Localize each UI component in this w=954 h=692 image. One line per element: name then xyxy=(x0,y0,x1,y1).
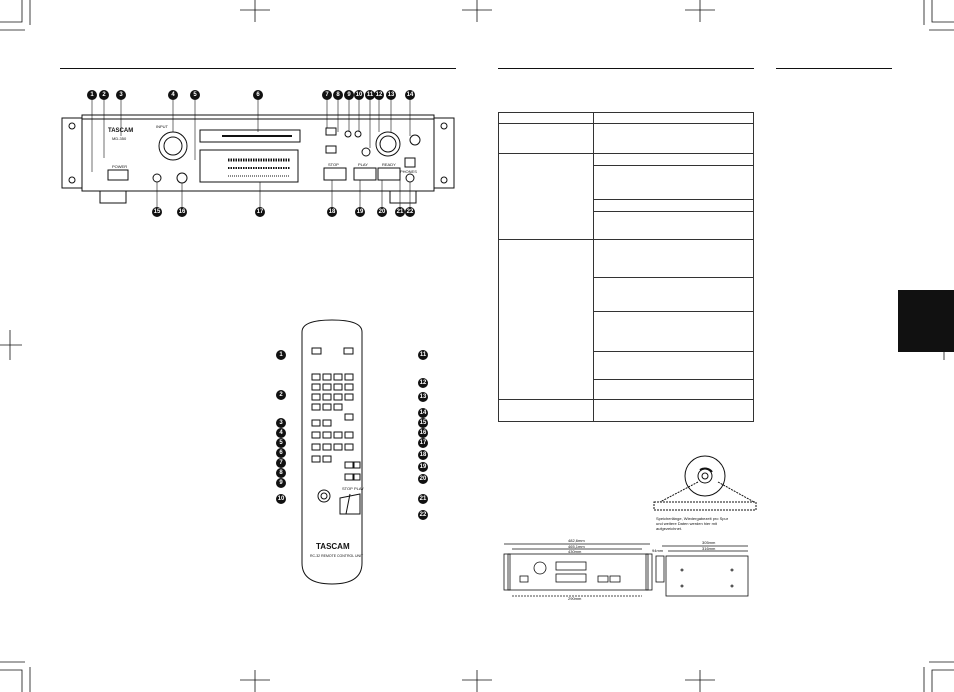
dim-width-inner: 430mm xyxy=(568,549,582,554)
disc-note-line-1: Speicherlänge, Wiedergabezeit pro Spur xyxy=(656,516,729,521)
remote-play-label: PLAY xyxy=(354,486,364,491)
header-rule-middle xyxy=(498,68,754,70)
remote-callout-11: 11 xyxy=(418,350,428,360)
callout-16: 16 xyxy=(177,207,187,217)
spec-cell xyxy=(498,112,594,124)
front-play-label: PLAY xyxy=(358,162,368,167)
callout-6: 6 xyxy=(253,90,263,100)
spec-cell xyxy=(593,239,754,278)
section-tab xyxy=(898,290,954,352)
spec-cell xyxy=(593,351,754,380)
front-model: MD-350 xyxy=(112,136,127,141)
callout-1: 1 xyxy=(87,90,97,100)
callout-21: 21 xyxy=(395,207,405,217)
spec-cell xyxy=(498,153,594,240)
callout-17: 17 xyxy=(255,207,265,217)
remote-callout-9: 9 xyxy=(276,478,286,488)
front-brand: TASCAM xyxy=(108,128,134,134)
spec-cell xyxy=(593,123,754,154)
remote-callout-21: 21 xyxy=(418,494,428,504)
remote-brand: TASCAM xyxy=(316,542,350,551)
remote-callout-12: 12 xyxy=(418,378,428,388)
callout-12: 12 xyxy=(374,90,384,100)
spec-cell xyxy=(498,399,594,422)
remote-callout-8: 8 xyxy=(276,468,286,478)
remote-callout-15: 15 xyxy=(418,418,428,428)
remote-callout-3: 3 xyxy=(276,418,286,428)
spec-table xyxy=(498,112,754,422)
callout-7: 7 xyxy=(322,90,332,100)
spec-cell xyxy=(593,165,754,200)
remote-callout-10: 10 xyxy=(276,494,286,504)
callout-15: 15 xyxy=(152,207,162,217)
remote-callout-6: 6 xyxy=(276,448,286,458)
dimension-front-drawing xyxy=(503,543,653,597)
dim-width-body: 465,1mm xyxy=(568,544,585,549)
dimension-side-drawing xyxy=(655,545,749,597)
spec-cell xyxy=(593,112,754,124)
callout-3: 3 xyxy=(116,90,126,100)
front-stop-label: STOP xyxy=(328,162,339,167)
front-input-label: INPUT xyxy=(156,124,168,129)
remote-callout-20: 20 xyxy=(418,474,428,484)
disc-note-line-3: aufgezeichnet. xyxy=(656,526,683,531)
spec-cell xyxy=(593,311,754,352)
callout-22: 22 xyxy=(405,207,415,217)
dim-depth-left: 290mm xyxy=(568,596,582,601)
dimension-side-figure: 305mm 316mm 94mm xyxy=(652,540,752,602)
header-rule-right xyxy=(776,68,892,70)
callout-14: 14 xyxy=(405,90,415,100)
remote-figure: STOP PLAY TASCAM RC-32 REMOTE CONTROL UN… xyxy=(298,318,366,586)
disc-drawing xyxy=(653,455,757,511)
spec-cell xyxy=(593,379,754,400)
remote-drawing xyxy=(301,319,363,585)
remote-callout-1: 1 xyxy=(276,350,286,360)
disc-figure: Speicherlänge, Wiedergabezeit pro Spur u… xyxy=(650,454,760,531)
spec-cell xyxy=(593,153,754,166)
dim-depth-right: 305mm xyxy=(702,540,716,545)
dimension-front-figure: 482,6mm 465,1mm 430mm 290mm xyxy=(500,538,660,602)
remote-callout-2: 2 xyxy=(276,390,286,400)
remote-callout-13: 13 xyxy=(418,392,428,402)
remote-callout-22: 22 xyxy=(418,510,428,520)
spec-cell xyxy=(593,199,754,212)
callout-5: 5 xyxy=(190,90,200,100)
remote-callout-19: 19 xyxy=(418,462,428,472)
front-panel-drawing xyxy=(61,100,455,212)
remote-callout-7: 7 xyxy=(276,458,286,468)
remote-callout-14: 14 xyxy=(418,408,428,418)
remote-callout-5: 5 xyxy=(276,438,286,448)
front-ready-label: READY xyxy=(382,162,396,167)
front-power-label: POWER xyxy=(112,164,128,169)
remote-stop-label: STOP xyxy=(342,486,353,491)
remote-callout-17: 17 xyxy=(418,438,428,448)
spec-cell xyxy=(593,211,754,240)
header-rule-left xyxy=(60,68,456,70)
callout-19: 19 xyxy=(355,207,365,217)
callout-18: 18 xyxy=(327,207,337,217)
callout-2: 2 xyxy=(99,90,109,100)
callout-4: 4 xyxy=(168,90,178,100)
callout-11: 11 xyxy=(365,90,375,100)
dim-height: 94mm xyxy=(652,548,664,553)
callout-13: 13 xyxy=(386,90,396,100)
spec-cell xyxy=(593,399,754,422)
remote-callout-16: 16 xyxy=(418,428,428,438)
callout-10: 10 xyxy=(354,90,364,100)
spec-cell xyxy=(498,123,594,154)
disc-note-line-2: und weitere Daten werden hier mit xyxy=(656,521,717,526)
spec-cell xyxy=(498,239,594,400)
dim-side-depth: 316mm xyxy=(702,546,716,551)
callout-20: 20 xyxy=(377,207,387,217)
spec-cell xyxy=(593,277,754,312)
remote-callout-18: 18 xyxy=(418,450,428,460)
callout-8: 8 xyxy=(333,90,343,100)
front-phones-label: PHONES xyxy=(400,169,417,174)
remote-callout-4: 4 xyxy=(276,428,286,438)
callout-9: 9 xyxy=(344,90,354,100)
front-panel-figure: TASCAM MD-350 POWER INPUT STOP PLAY READ… xyxy=(60,88,456,223)
dim-width-total: 482,6mm xyxy=(568,538,585,543)
remote-model-line: RC-32 REMOTE CONTROL UNIT xyxy=(310,554,364,558)
